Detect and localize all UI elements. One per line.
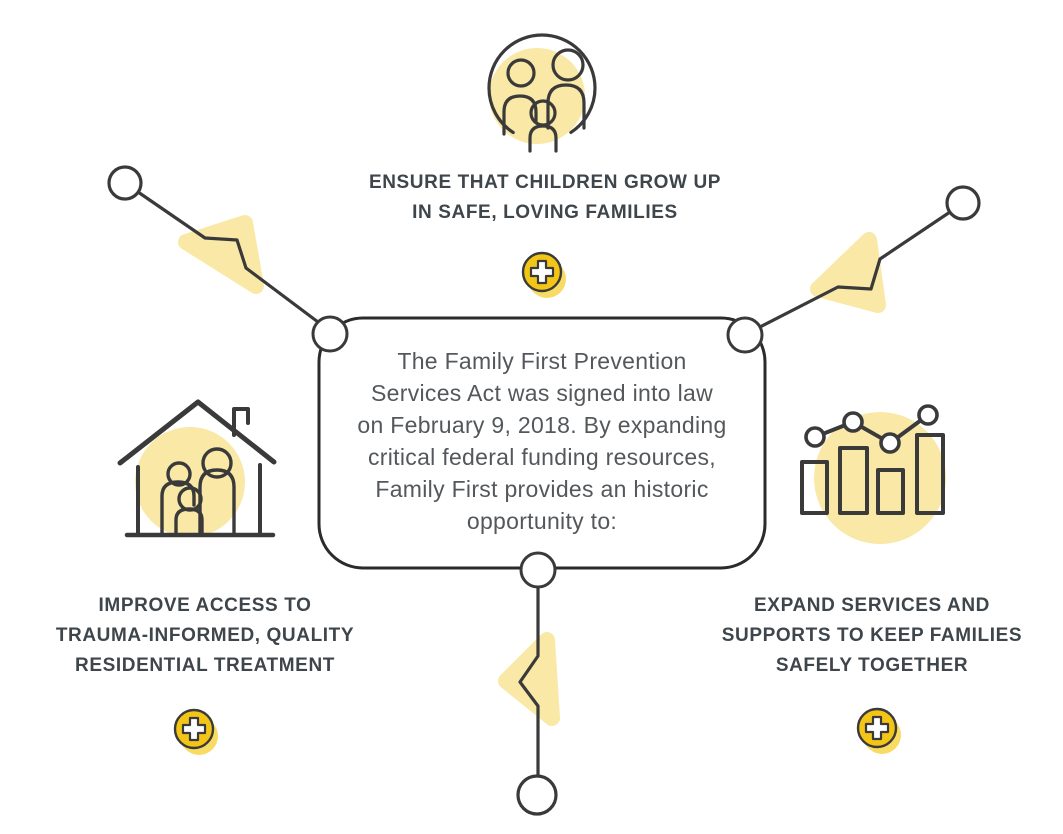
top-node-label-line: IN SAFE, LOVING FAMILIES <box>412 202 678 223</box>
center-card-text-line: Services Act was signed into law <box>371 380 713 406</box>
card-connector-circle-right <box>726 316 764 354</box>
connector-bottom <box>518 585 540 778</box>
bar-chart-icon <box>790 390 990 550</box>
right-node-label-line: SAFELY TOGETHER <box>775 655 969 676</box>
connector-top-left <box>136 190 320 324</box>
house-family-icon <box>100 393 300 543</box>
left-node-label-line: RESIDENTIAL TREATMENT <box>75 655 335 676</box>
center-card-text: The Family First Prevention Services Act… <box>322 345 762 537</box>
node-circle-bottom-end <box>516 774 558 816</box>
card-connector-circle-left <box>311 315 349 353</box>
top-node-label-line: ENSURE THAT CHILDREN GROW UP <box>368 172 722 193</box>
node-circle-top-left-end <box>107 165 143 201</box>
center-card-text-line: The Family First Prevention <box>397 348 687 374</box>
yellow-arrow-top-right <box>810 232 886 313</box>
center-card-text-line: opportunity to: <box>466 508 618 534</box>
center-card-text-line: Family First provides an historic <box>375 476 709 502</box>
right-node-label-line: EXPAND SERVICES AND <box>754 595 990 616</box>
top-node-label: ENSURE THAT CHILDREN GROW UP IN SAFE, LO… <box>320 168 770 228</box>
family-circle-icon <box>477 26 607 156</box>
left-node-label-line: TRAUMA-INFORMED, QUALITY <box>55 625 355 646</box>
left-node-label: IMPROVE ACCESS TO TRAUMA-INFORMED, QUALI… <box>5 591 405 681</box>
left-node-label-line: IMPROVE ACCESS TO <box>98 595 312 616</box>
plus-icon <box>856 707 901 754</box>
plus-icon <box>521 251 566 298</box>
right-node-label: EXPAND SERVICES AND SUPPORTS TO KEEP FAM… <box>672 591 1063 681</box>
center-card-text-line: critical federal funding resources, <box>368 444 716 470</box>
right-node-label-line: SUPPORTS TO KEEP FAMILIES <box>721 625 1023 646</box>
connector-top-right <box>758 210 952 329</box>
node-circle-top-right-end <box>945 185 981 221</box>
expand-button-left[interactable] <box>172 707 220 757</box>
center-card-text-line: on February 9, 2018. By expanding <box>357 412 727 438</box>
card-connector-circle-bottom <box>519 551 557 589</box>
yellow-arrow-bottom <box>498 632 560 726</box>
expand-button-right[interactable] <box>855 706 903 756</box>
plus-icon <box>173 708 218 755</box>
expand-button-top[interactable] <box>520 250 568 300</box>
